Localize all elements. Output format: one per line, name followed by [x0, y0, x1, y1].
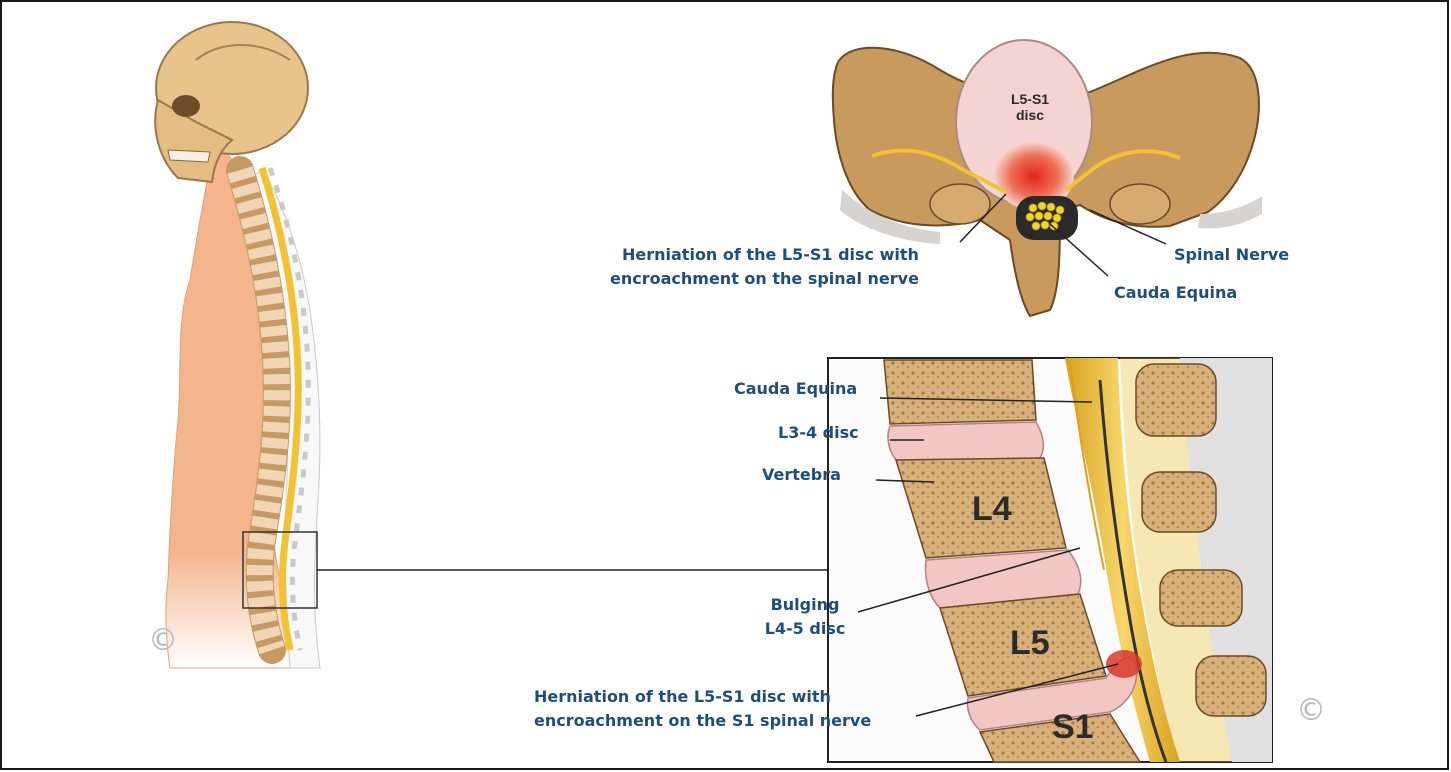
- body-side-view: [155, 22, 828, 668]
- vertebra-label-l4: L4: [972, 490, 1012, 528]
- sagittal-bulging-label-line1: Bulging: [760, 594, 850, 616]
- vertebra-label-l5: L5: [1010, 624, 1050, 662]
- sagittal-l3-4-disc-label: L3-4 disc: [778, 422, 859, 444]
- sagittal-cauda-equina-label: Cauda Equina: [734, 378, 857, 400]
- copyright-symbol-left: ©: [148, 626, 178, 656]
- copyright-symbol-right: ©: [1296, 696, 1326, 726]
- sagittal-bulging-label-line2: L4-5 disc: [760, 618, 850, 640]
- sagittal-vertebra-label: Vertebra: [762, 464, 841, 486]
- axial-herniation-label-line1: Herniation of the L5-S1 disc with: [622, 244, 919, 266]
- skull: [155, 22, 308, 182]
- sagittal-herniation-label-line1: Herniation of the L5-S1 disc with: [534, 686, 831, 708]
- axial-cauda-equina-label: Cauda Equina: [1114, 282, 1237, 304]
- sagittal-herniation-label-line2: encroachment on the S1 spinal nerve: [534, 710, 871, 732]
- axial-spinal-nerve-label: Spinal Nerve: [1174, 244, 1289, 266]
- axial-herniation-label-line2: encroachment on the spinal nerve: [610, 268, 919, 290]
- vertebra-label-s1: S1: [1052, 708, 1094, 746]
- axial-disc-label-line2: disc: [1016, 107, 1044, 123]
- sagittal-view: L4 L5 S1: [828, 358, 1272, 762]
- axial-disc-label-line1: L5-S1: [1011, 91, 1049, 107]
- cauda-equina-bundle: [1026, 202, 1064, 230]
